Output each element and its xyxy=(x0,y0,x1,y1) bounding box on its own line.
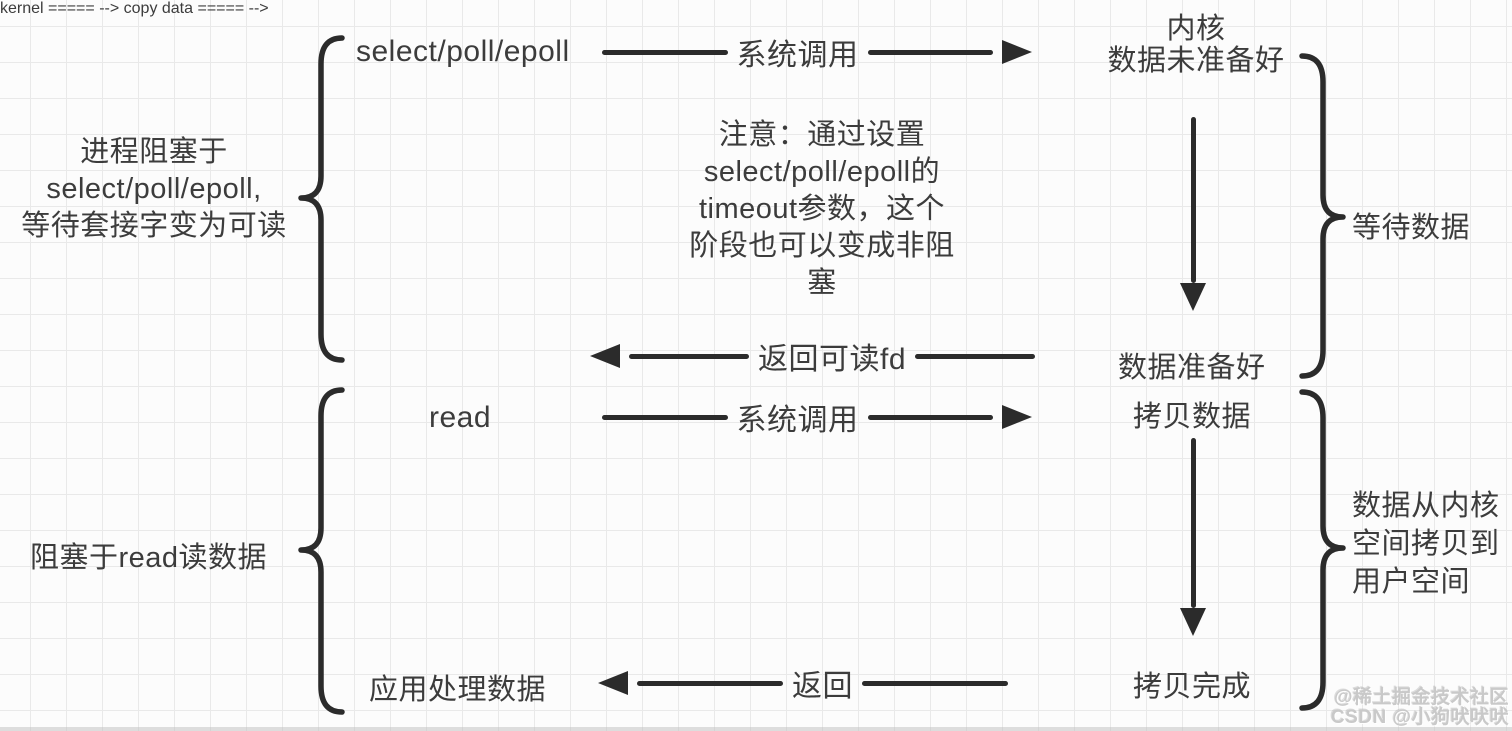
arrow-line xyxy=(602,49,728,55)
arrowhead-down-icon xyxy=(1180,283,1206,311)
arrow-line xyxy=(1190,117,1196,283)
watermark-line: @稀土掘金技术社区 xyxy=(1333,687,1509,708)
return-arrow-label: 返回 xyxy=(792,670,853,703)
note-line: 注意：通过设置 xyxy=(718,119,926,151)
app-process-label: 应用处理数据 xyxy=(369,674,547,706)
arrow-line xyxy=(629,353,749,359)
annotation-line: 等待套接字变为可读 xyxy=(21,210,287,242)
annotation-line: 数据从内核 xyxy=(1352,490,1500,522)
syscall-arrow-1: 系统调用 xyxy=(602,35,1032,72)
kernel-state-label: 内核 数据未准备好 xyxy=(1103,13,1289,77)
arrowhead-left-icon xyxy=(598,671,628,695)
note-line: 塞 xyxy=(807,267,837,299)
note-line: timeout参数，这个 xyxy=(698,193,946,225)
note-line: select/poll/epoll的 xyxy=(703,156,941,188)
arrow-line xyxy=(867,49,993,55)
copy-done-label: 拷贝完成 xyxy=(1133,671,1252,703)
syscall-arrow-2: 系统调用 xyxy=(602,400,1032,437)
right-brace-copy-data xyxy=(1299,389,1346,711)
annotation-line: select/poll/epoll, xyxy=(46,173,262,205)
wait-data-arrow xyxy=(1180,117,1206,311)
annotation-line: 用户空间 xyxy=(1352,566,1471,598)
arrow-line xyxy=(915,353,1035,359)
return-fd-arrow-label: 返回可读fd xyxy=(757,343,907,376)
arrowhead-right-icon xyxy=(1002,405,1032,429)
return-arrow: 返回 xyxy=(598,666,1008,703)
right-brace-wait-data xyxy=(1299,53,1346,379)
kernel-state-line: 数据未准备好 xyxy=(1107,45,1285,77)
bottom-edge-strip xyxy=(0,727,1512,731)
left-annotation-select-block: 进程阻塞于 select/poll/epoll, 等待套接字变为可读 xyxy=(8,134,300,245)
watermark-line: CSDN @小狗吠吠吠 xyxy=(1330,707,1509,728)
arrow-line xyxy=(637,680,783,686)
arrowhead-left-icon xyxy=(590,344,620,368)
arrow-line xyxy=(862,680,1008,686)
right-annotation-copy-block: 数据从内核 空间拷贝到 用户空间 xyxy=(1352,487,1500,601)
return-fd-arrow: 返回可读fd xyxy=(590,339,1035,376)
arrowhead-down-icon xyxy=(1180,608,1206,636)
syscall-arrow-1-label: 系统调用 xyxy=(736,39,859,72)
arrow-line xyxy=(602,414,728,420)
arrowhead-right-icon xyxy=(1002,40,1032,64)
syscall-arrow-2-label: 系统调用 xyxy=(736,404,859,437)
watermark: @稀土掘金技术社区 CSDN @小狗吠吠吠 xyxy=(1331,688,1509,728)
left-annotation-read-block: 阻塞于read读数据 xyxy=(30,542,268,574)
arrow-line xyxy=(1190,438,1196,608)
left-brace-read-phase xyxy=(298,387,345,715)
note-block: 注意：通过设置 select/poll/epoll的 timeout参数，这个 … xyxy=(650,117,994,302)
copy-data-label: 拷贝数据 xyxy=(1133,401,1252,433)
annotation-line: 进程阻塞于 xyxy=(80,136,228,168)
select-call-label: select/poll/epoll xyxy=(356,35,570,68)
read-call-label: read xyxy=(429,401,492,434)
annotation-line: 空间拷贝到 xyxy=(1352,528,1500,560)
data-ready-label: 数据准备好 xyxy=(1118,352,1266,384)
copy-data-arrow xyxy=(1180,438,1206,636)
left-brace-select-phase xyxy=(298,35,345,363)
arrow-line xyxy=(867,414,993,420)
note-line: 阶段也可以变成非阻 xyxy=(689,230,955,262)
kernel-state-line: 内核 xyxy=(1166,13,1226,45)
right-annotation-wait-data: 等待数据 xyxy=(1352,212,1471,244)
